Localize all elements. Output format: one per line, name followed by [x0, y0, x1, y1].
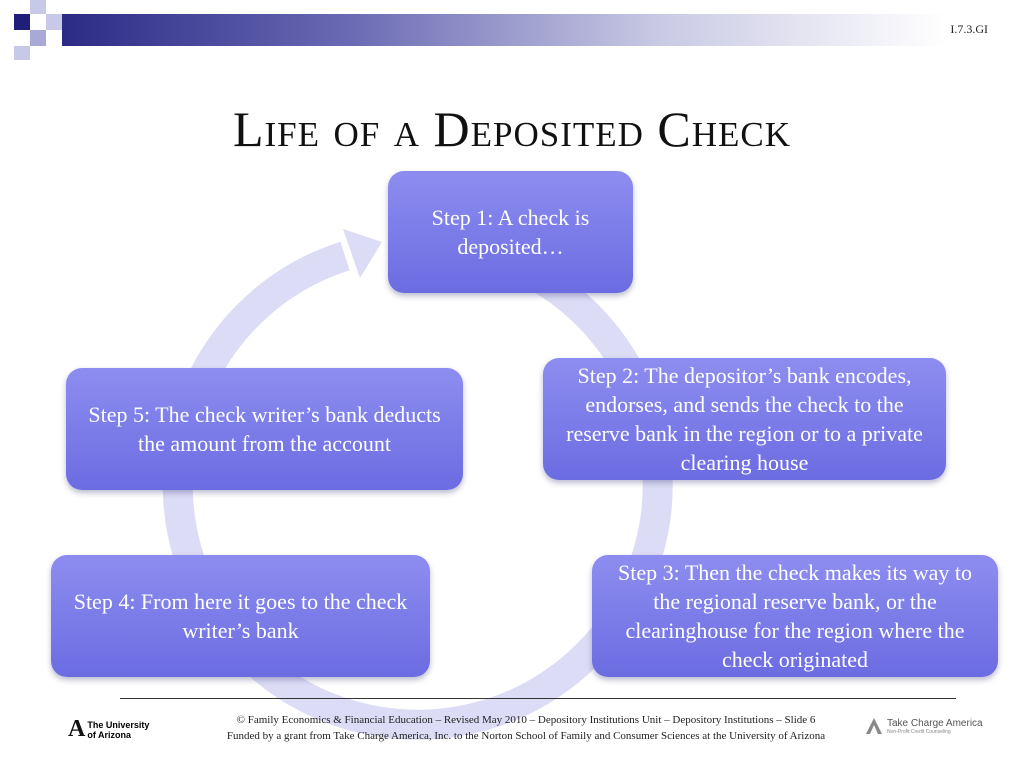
footer-line-1: © Family Economics & Financial Education…: [236, 714, 816, 726]
footer-line-2: Funded by a grant from Take Charge Ameri…: [226, 730, 826, 742]
header-square-light: [30, 0, 46, 14]
university-of-arizona-logo: A The University of Arizona: [68, 716, 149, 743]
header-bar: [0, 0, 1024, 60]
step-2-box: Step 2: The depositor’s bank encodes, en…: [543, 358, 946, 480]
step-5-box: Step 5: The check writer’s bank deducts …: [66, 368, 463, 490]
header-square-mid: [14, 46, 30, 60]
step-4-box: Step 4: From here it goes to the check w…: [51, 555, 430, 677]
slide-id: I.7.3.GI: [950, 22, 988, 36]
step-4-label: Step 4: From here it goes to the check w…: [73, 589, 408, 643]
step-1-label: Step 1: A check is deposited…: [431, 205, 590, 259]
header-square-mid: [30, 30, 46, 46]
ua-a-mark: A: [68, 716, 86, 742]
cycle-arrowhead: [343, 229, 382, 278]
header-square-dark: [14, 14, 30, 30]
ua-logo-text: The University of Arizona: [87, 720, 149, 740]
ua-logo-text-2: of Arizona: [87, 729, 132, 740]
step-3-box: Step 3: Then the check makes its way to …: [592, 555, 998, 677]
tca-logo-text: Take Charge America: [887, 717, 983, 729]
take-charge-america-logo: Take Charge America Non-Profit Credit Co…: [864, 716, 983, 736]
header-square-light: [46, 14, 62, 30]
tca-logo-subtext: Non-Profit Credit Counseling: [887, 728, 951, 735]
step-2-label: Step 2: The depositor’s bank encodes, en…: [566, 363, 923, 475]
ua-logo-text-1: The University: [87, 719, 150, 730]
footer-divider: [120, 698, 956, 699]
step-1-box: Step 1: A check is deposited…: [388, 171, 633, 293]
footer-text: © Family Economics & Financial Education…: [196, 712, 856, 744]
header-gradient: [62, 14, 1024, 46]
step-3-label: Step 3: Then the check makes its way to …: [618, 560, 972, 672]
tca-logo-icon: [866, 718, 882, 734]
slide-title: Life of a Deposited Check: [232, 101, 792, 157]
step-5-label: Step 5: The check writer’s bank deducts …: [88, 402, 441, 456]
